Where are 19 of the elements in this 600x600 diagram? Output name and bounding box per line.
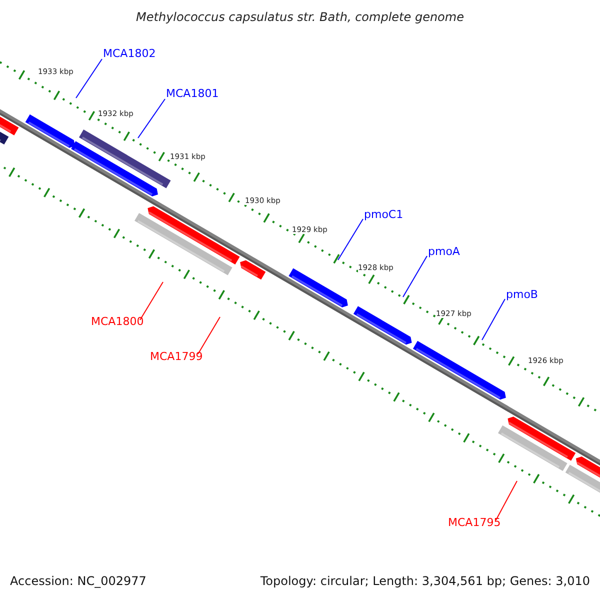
gene-label: pmoB (506, 289, 538, 300)
diagram-title: Methylococcus capsulatus str. Bath, complete genome (135, 11, 465, 23)
leader-line (338, 218, 364, 260)
leader-line (496, 480, 518, 520)
leader-line (482, 298, 506, 340)
leader-line (198, 316, 220, 354)
gene-label: MCA1800 (91, 316, 144, 327)
gene-label: MCA1802 (103, 48, 156, 59)
leader-line (402, 256, 428, 298)
gene-label: MCA1799 (150, 351, 203, 362)
gene-label: pmoC1 (364, 209, 404, 220)
leader-line (140, 282, 164, 320)
leader-line (76, 58, 102, 98)
accession-text: Accession: NC_002977 (10, 575, 146, 587)
genome-stats-text: Topology: circular; Length: 3,304,561 bp; Genes: 3,010 (260, 575, 590, 587)
gene-label: MCA1795 (448, 517, 501, 528)
gene-label: pmoA (428, 246, 460, 257)
leader-line (138, 98, 166, 138)
gene-label: MCA1801 (166, 88, 219, 99)
